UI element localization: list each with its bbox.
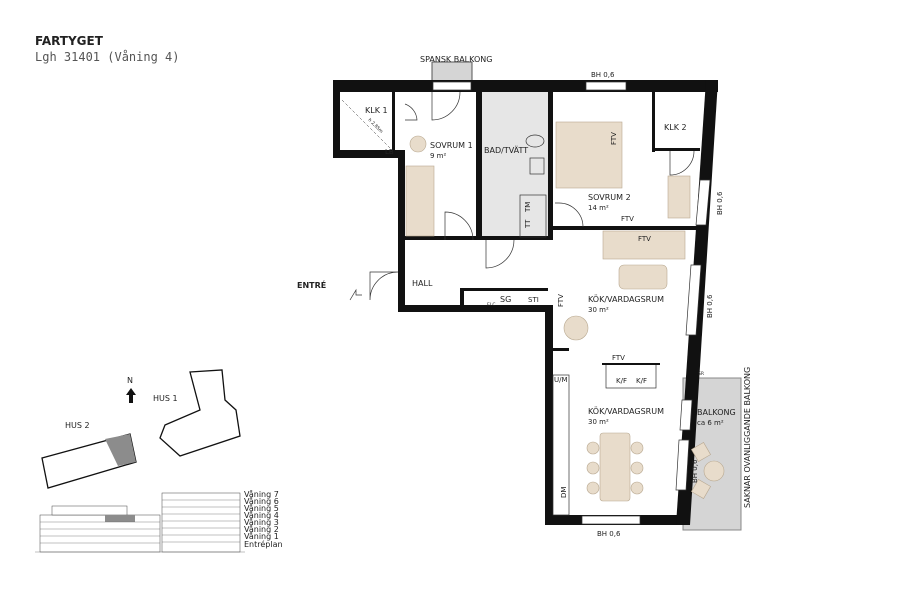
kitchen-counter [552,374,570,516]
ftv-label: FTV [557,294,565,307]
floor-label: Våning 3 [244,517,279,527]
room-lb: LB [385,148,394,156]
room-klk2: KLK 2 [664,123,687,132]
sink [529,157,545,175]
bed-double [555,121,623,189]
floor-label: Våning 4 [244,510,279,520]
room-balkong: BALKONG [697,408,736,417]
ftv-label: FTV [612,354,625,362]
ftv-label: FTV [638,235,651,243]
floor-label: Våning 7 [244,489,279,499]
room-sovrum1-area: 9 m² [430,152,446,160]
desk [667,175,691,219]
label-kf-1: K/F [616,377,627,385]
entrance-arrow-icon [349,288,362,301]
label-tt: TT [524,219,532,229]
ftv-label: FTV [621,215,634,223]
floor-label: Våning 6 [244,496,279,506]
room-bad: BAD/TVÄTT [484,145,528,155]
apartment-highlight [105,434,136,466]
coffee-table [618,264,668,290]
room-sovrum2-area: 14 m² [588,204,609,212]
hus1-label: HUS 1 [153,394,178,403]
window-height-label: BH 0,6 [691,459,699,483]
floor-label: Våning 1 [244,531,279,541]
label-elc: ELC [487,302,496,308]
apartment-subtitle: Lgh 31401 (Våning 4) [35,50,180,64]
key-plan: N HUS 1 HUS 2 Våning 7 Våning 6 Våning 5… [35,369,283,553]
furniture [341,99,725,516]
label-sr: SR [698,371,704,377]
spanish-balcony-label: SPANSK BALKONG [420,55,492,64]
room-kok2: KÖK/VARDAGSRUM [588,406,664,416]
label-tm: TM [524,202,532,213]
label-um: U/M [554,376,568,384]
label-sti: STI [528,296,539,304]
windows [432,81,711,525]
floor-label: Våning 2 [244,524,279,534]
ceiling-height: h 2,85m [367,117,384,134]
north-label: N [127,376,133,385]
chair [409,135,427,153]
hus2-label: HUS 2 [65,421,90,430]
doors [369,91,695,301]
room-balkong-area: ca 6 m² [697,419,724,427]
room-kok1-area: 30 m² [588,306,609,314]
label-kf-2: K/F [636,377,647,385]
balcony-note: SAKNAR OVANLIGGANDE BALKONG [743,367,752,508]
balcony-table [703,460,725,482]
room-klk1: KLK 1 [365,106,388,115]
armchair [563,315,589,341]
window-height-label: BH 0,6 [591,71,615,79]
bed-single [405,165,435,237]
floor-label: Entréplan [244,539,283,549]
label-dm: DM [560,487,568,498]
window-height-label: BH 0,6 [597,530,621,538]
window-height-label: BH 0,6 [716,191,724,215]
room-sovrum2: SOVRUM 2 [588,193,631,202]
hus1-building [159,369,241,457]
floor-label: Våning 5 [244,503,279,513]
bathroom-floor [482,92,548,237]
label-sg: SG [500,295,511,304]
room-hall: HALL [412,279,433,288]
window-height-label: BH 0,6 [706,294,714,318]
entrance-label: ENTRÉ [297,279,326,290]
project-title: FARTYGET [35,34,103,48]
room-kok2-area: 30 m² [588,418,609,426]
ftv-label: FTV [610,132,618,145]
dining-table [599,432,631,502]
kitchen-island [605,363,657,389]
room-sovrum1: SOVRUM 1 [430,141,473,150]
toilet [525,134,545,148]
north-arrow-icon [126,388,136,403]
room-kok1: KÖK/VARDAGSRUM [588,294,664,304]
sofa [602,230,686,260]
